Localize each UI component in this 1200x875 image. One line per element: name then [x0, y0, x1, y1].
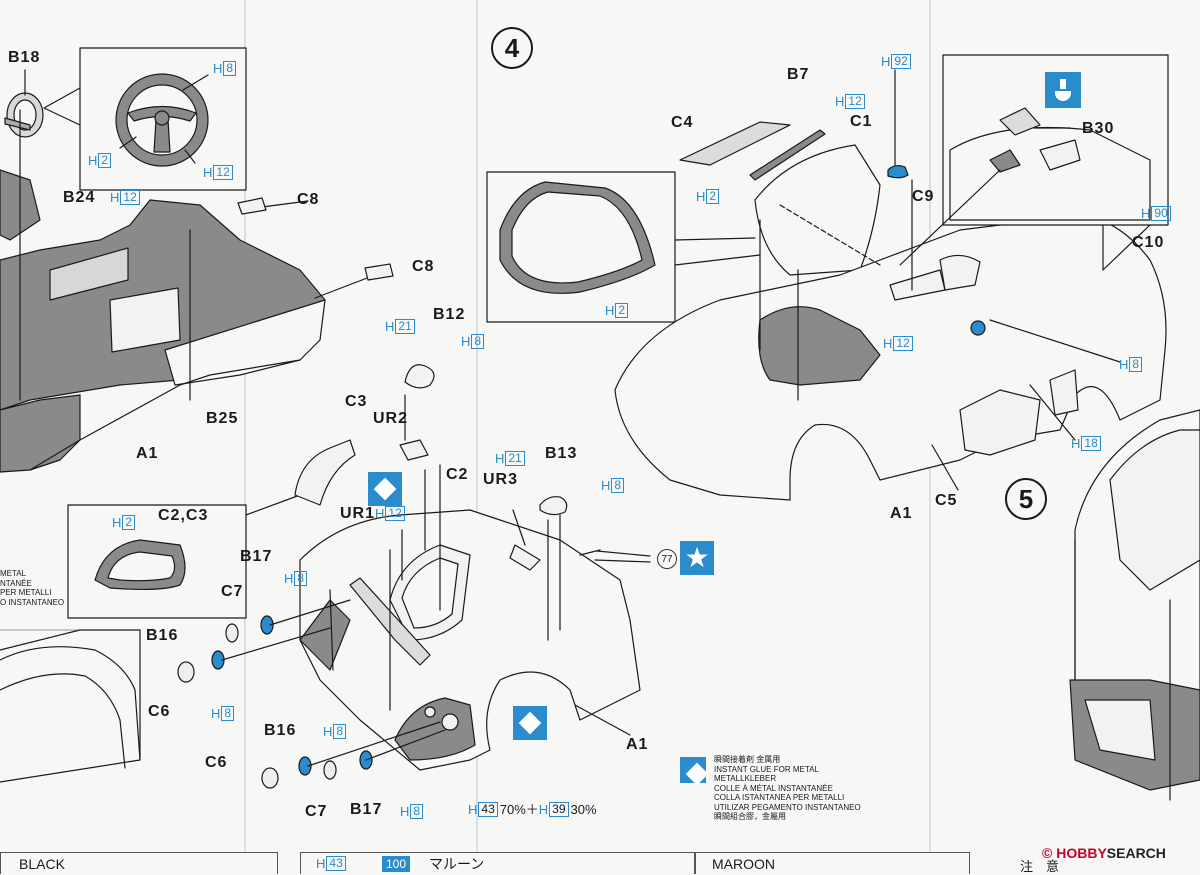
hub-parts: [177, 599, 446, 789]
left-glue-legend-fragment: METAL NTANÉE PER METALLI O INSTANTANEO: [0, 569, 65, 607]
glue-legend-text: 瞬間接着剤 金属用 INSTANT GLUE FOR METAL METALLK…: [714, 755, 861, 821]
b7-shape: [749, 129, 826, 181]
part-b16-top: B16: [146, 627, 179, 644]
part-c3: C3: [345, 393, 368, 410]
part-c5: C5: [935, 492, 958, 509]
interior-tub: [0, 109, 376, 473]
instant-glue-icon: [368, 472, 402, 506]
part-ur2: UR2: [373, 410, 409, 427]
part-c1: C1: [850, 113, 873, 130]
notice-jp: 注 意: [1020, 859, 1060, 874]
color-chip-100: 100: [382, 856, 411, 872]
color-bar-black: BLACK: [0, 852, 278, 874]
decal-number-77: 77: [657, 549, 677, 569]
glue-legend-icon: [680, 757, 706, 783]
part-ur1: UR1: [340, 505, 376, 522]
c2c3-inset: [67, 494, 301, 619]
step-5-number: 5: [1005, 478, 1047, 520]
hobbysearch-watermark: © HOBBYSEARCH: [1042, 845, 1166, 861]
part-b12: B12: [433, 306, 466, 323]
part-c6-bot: C6: [205, 754, 228, 771]
part-b17-top: B17: [240, 548, 273, 565]
part-b17-bot: B17: [350, 801, 383, 818]
c8-mid-shape: [364, 263, 394, 281]
part-c8-top: C8: [297, 191, 320, 208]
part-a1-mid: A1: [626, 736, 649, 753]
part-b7: B7: [787, 66, 810, 83]
step5-body: [1069, 409, 1200, 801]
part-b30: B30: [1082, 120, 1115, 137]
steering-wheel-inset: [43, 47, 247, 191]
part-b13: B13: [545, 445, 578, 462]
lower-left-body: [0, 646, 141, 783]
part-c7-bot: C7: [305, 803, 328, 820]
c8-top-shape: [237, 197, 267, 215]
c4-shape: [679, 121, 791, 166]
part-c6-top: C6: [148, 703, 171, 720]
part-c2c3: C2,C3: [158, 507, 209, 524]
instant-glue-icon: [513, 706, 547, 740]
part-b25: B25: [206, 410, 239, 427]
part-c4: C4: [671, 114, 694, 131]
color-bar-maroon: MAROON: [695, 852, 970, 874]
part-b18: B18: [8, 49, 41, 66]
window-inset: [486, 171, 761, 323]
assembly-arrows: [401, 469, 651, 631]
paint-drop-icon: [1045, 72, 1081, 108]
step-4-number: 4: [491, 27, 533, 69]
watermark-logo-icon: ©: [1042, 845, 1053, 861]
color-bar-maroon-jp: マルーン: [300, 852, 695, 874]
b18-part: [4, 69, 44, 138]
part-c10: C10: [1132, 234, 1165, 251]
front-body-shell: [294, 364, 651, 771]
b30-inset: [899, 54, 1169, 271]
part-a1-left: A1: [136, 445, 159, 462]
part-b24: B24: [63, 189, 96, 206]
part-a1-right: A1: [890, 505, 913, 522]
decal-star-icon: ★: [680, 541, 714, 575]
part-c9: C9: [912, 188, 935, 205]
part-c7-top: C7: [221, 583, 244, 600]
part-c2: C2: [446, 466, 469, 483]
part-b16-bot: B16: [264, 722, 297, 739]
c1-shape: [754, 144, 881, 276]
part-ur3: UR3: [483, 471, 519, 488]
part-c8-mid: C8: [412, 258, 435, 275]
